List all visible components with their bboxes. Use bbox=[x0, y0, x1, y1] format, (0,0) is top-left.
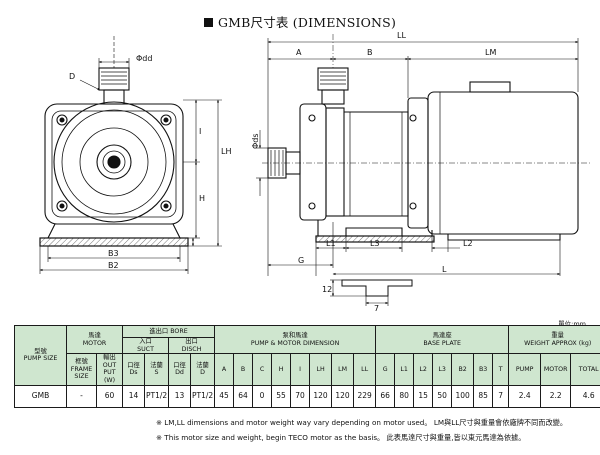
header-dim-H: H bbox=[271, 353, 292, 386]
header-base-L1: L1 bbox=[394, 353, 415, 386]
header-base-B3: B3 bbox=[473, 353, 494, 386]
cell-weight-motor: 2.2 bbox=[540, 384, 572, 408]
header-base-G: G bbox=[375, 353, 396, 386]
header-disch: 出口 DISCH bbox=[168, 336, 216, 355]
header-motor: 馬達 MOTOR bbox=[65, 324, 124, 355]
cell-dim-LL: 229 bbox=[353, 384, 377, 408]
header-bore: 進出口 BORE bbox=[122, 325, 216, 338]
label-B3: B3 bbox=[108, 249, 119, 258]
dimension-drawing: Φdd D LH I H B3 B2 bbox=[39, 31, 590, 313]
label-dd: Φdd bbox=[136, 54, 152, 63]
label-ds: Φds bbox=[251, 133, 260, 149]
title-square-icon bbox=[203, 18, 213, 27]
header-base-L3: L3 bbox=[432, 353, 453, 386]
cell-base-G: 66 bbox=[375, 384, 396, 408]
note-teco-basis: ※ This motor size and weight, begin TECO… bbox=[156, 433, 526, 442]
cell-dim-A: 45 bbox=[214, 384, 235, 408]
cell-output: 60 bbox=[95, 384, 124, 408]
header-dim-B: B bbox=[233, 353, 254, 386]
label-L2: L2 bbox=[463, 239, 473, 248]
header-weight-motor: MOTOR bbox=[540, 353, 572, 386]
cell-model: GMB bbox=[14, 384, 67, 408]
label-7: 7 bbox=[374, 304, 379, 313]
label-12: 12 bbox=[322, 285, 332, 294]
label-LL: LL bbox=[397, 31, 406, 40]
cell-weight-pump: 2.4 bbox=[508, 384, 542, 408]
note-motor-variation: ※ LM,LL dimensions and motor weight way … bbox=[156, 418, 568, 427]
cell-dim-C: 0 bbox=[252, 384, 273, 408]
header-ds: 口徑 Ds bbox=[122, 353, 146, 386]
header-s: 法蘭 S bbox=[144, 353, 170, 386]
header-frame-size: 框號 FRAME SIZE bbox=[66, 353, 97, 386]
cell-dim-LH: 120 bbox=[309, 384, 333, 408]
dimension-table: 型號 PUMP SIZE 馬達 MOTOR 進出口 BORE 泵和馬達 PUMP… bbox=[14, 324, 600, 408]
header-dim-C: C bbox=[252, 353, 273, 386]
cell-ds: 14 bbox=[122, 384, 146, 408]
cell-base-L3: 50 bbox=[432, 384, 453, 408]
header-base-plate: 馬達座 BASE PLATE bbox=[375, 324, 510, 355]
header-dim-LH: LH bbox=[309, 353, 333, 386]
header-dim-LM: LM bbox=[331, 353, 355, 386]
label-LH: LH bbox=[221, 147, 231, 156]
cell-base-L1: 80 bbox=[394, 384, 415, 408]
cell-d: PT1/2 bbox=[190, 384, 216, 408]
header-dd: 口徑 Dd bbox=[168, 353, 192, 386]
label-B2: B2 bbox=[108, 261, 119, 270]
header-dim-LL: LL bbox=[353, 353, 377, 386]
header-weight-pump: PUMP bbox=[508, 353, 542, 386]
cell-base-B3: 85 bbox=[473, 384, 494, 408]
cell-weight-total: 4.6 bbox=[570, 384, 600, 408]
label-B: B bbox=[367, 48, 373, 57]
cell-s: PT1/2 bbox=[144, 384, 170, 408]
label-D: D bbox=[69, 72, 75, 81]
table-row: GMB - 60 14 PT1/2 13 PT1/2 45 64 0 55 70… bbox=[14, 384, 600, 408]
label-H: H bbox=[199, 194, 205, 203]
header-weight: 重量 WEIGHT APPROX (kg) bbox=[508, 324, 600, 355]
label-A: A bbox=[296, 48, 302, 57]
header-suct: 入口 SUCT bbox=[122, 336, 170, 355]
cell-frame: - bbox=[66, 384, 97, 408]
header-d: 法蘭 D bbox=[190, 353, 216, 386]
header-base-T: T bbox=[492, 353, 510, 386]
label-LM: LM bbox=[485, 48, 496, 57]
cell-dim-B: 64 bbox=[233, 384, 254, 408]
cell-dim-H: 55 bbox=[271, 384, 292, 408]
side-view bbox=[267, 67, 579, 243]
header-dim-A: A bbox=[214, 353, 235, 386]
label-L3: L3 bbox=[370, 239, 380, 248]
cell-base-B2: 100 bbox=[451, 384, 475, 408]
title-text: GMB尺寸表 (DIMENSIONS) bbox=[217, 15, 397, 30]
cell-base-T: 7 bbox=[492, 384, 510, 408]
label-I: I bbox=[199, 127, 201, 136]
label-G: G bbox=[298, 256, 304, 265]
header-output: 輸出 OUT PUT (W) bbox=[95, 353, 124, 386]
header-weight-total: TOTAL bbox=[570, 353, 600, 386]
page-title: GMB尺寸表 (DIMENSIONS) bbox=[0, 12, 600, 31]
cell-dd: 13 bbox=[168, 384, 192, 408]
header-model: 型號 PUMP SIZE bbox=[14, 325, 67, 386]
header-base-L2: L2 bbox=[413, 353, 434, 386]
label-L1: L1 bbox=[326, 239, 336, 248]
front-view bbox=[39, 67, 189, 247]
unit-note: 單位:mm bbox=[558, 320, 586, 328]
cell-dim-I: 70 bbox=[290, 384, 311, 408]
header-dimension: 泵和馬達 PUMP & MOTOR DIMENSION bbox=[214, 324, 377, 355]
header-base-B2: B2 bbox=[451, 353, 475, 386]
cell-dim-LM: 120 bbox=[331, 384, 355, 408]
header-dim-I: I bbox=[290, 353, 311, 386]
cell-base-L2: 15 bbox=[413, 384, 434, 408]
label-L: L bbox=[442, 265, 447, 274]
